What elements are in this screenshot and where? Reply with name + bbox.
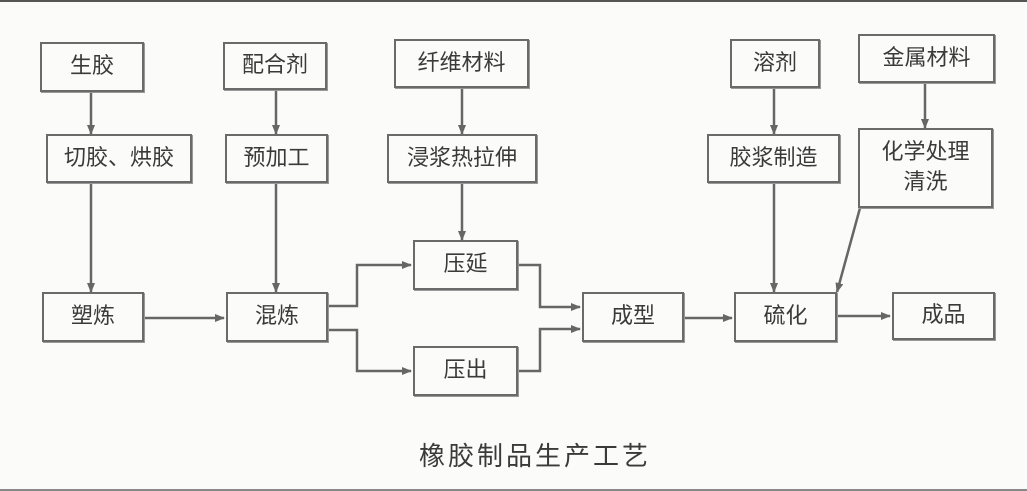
node-extrusion: 压出 — [413, 346, 518, 396]
node-label: 金属材料 — [882, 45, 971, 71]
node-label: 硫化 — [763, 304, 808, 330]
arrow-chemical-to-vulcanization — [835, 207, 862, 293]
node-vulcanization: 硫化 — [734, 292, 837, 342]
node-preprocessing: 预加工 — [225, 134, 328, 183]
node-raw-rubber: 生胶 — [40, 42, 144, 92]
node-label: 成型 — [610, 304, 655, 330]
top-border — [0, 0, 1027, 2]
arrow-extrusion-to-forming — [518, 325, 581, 373]
node-label: 塑炼 — [70, 304, 115, 330]
node-cement-making: 胶浆制造 — [707, 134, 840, 183]
node-plasticating: 塑炼 — [42, 292, 144, 342]
node-compounding-agent: 配合剂 — [223, 42, 327, 90]
node-label: 压延 — [443, 252, 488, 278]
node-forming: 成型 — [582, 292, 684, 342]
node-label: 浸浆热拉伸 — [406, 145, 517, 171]
diagram-caption: 橡胶制品生产工艺 — [418, 442, 651, 472]
node-product: 成品 — [892, 292, 995, 340]
node-label: 混炼 — [254, 304, 299, 330]
node-label: 成品 — [921, 303, 966, 329]
arrow-calendering-to-forming — [518, 263, 581, 311]
arrow-mixing-to-extrusion — [328, 328, 412, 375]
node-calendering: 压延 — [413, 240, 518, 290]
node-label: 生胶 — [69, 54, 114, 80]
node-label: 切胶、烘胶 — [63, 145, 174, 171]
node-label: 配合剂 — [241, 53, 308, 79]
node-chemical-cleaning: 化学处理 清洗 — [858, 128, 993, 208]
node-label: 预加工 — [243, 145, 310, 171]
node-dipping-stretching: 浸浆热拉伸 — [387, 134, 537, 183]
node-mixing: 混炼 — [226, 292, 328, 342]
bottom-border — [0, 489, 1027, 491]
node-label: 胶浆制造 — [729, 145, 818, 171]
node-label: 压出 — [443, 358, 488, 384]
arrow-mixing-to-calendering — [328, 261, 412, 308]
node-metal-material: 金属材料 — [858, 34, 995, 83]
node-label: 纤维材料 — [417, 50, 506, 76]
node-cutting-drying: 切胶、烘胶 — [46, 134, 192, 183]
node-label: 溶剂 — [752, 50, 797, 76]
node-label: 化学处理 清洗 — [881, 140, 970, 195]
node-fiber-material: 纤维材料 — [394, 39, 529, 88]
node-solvent: 溶剂 — [730, 39, 820, 88]
